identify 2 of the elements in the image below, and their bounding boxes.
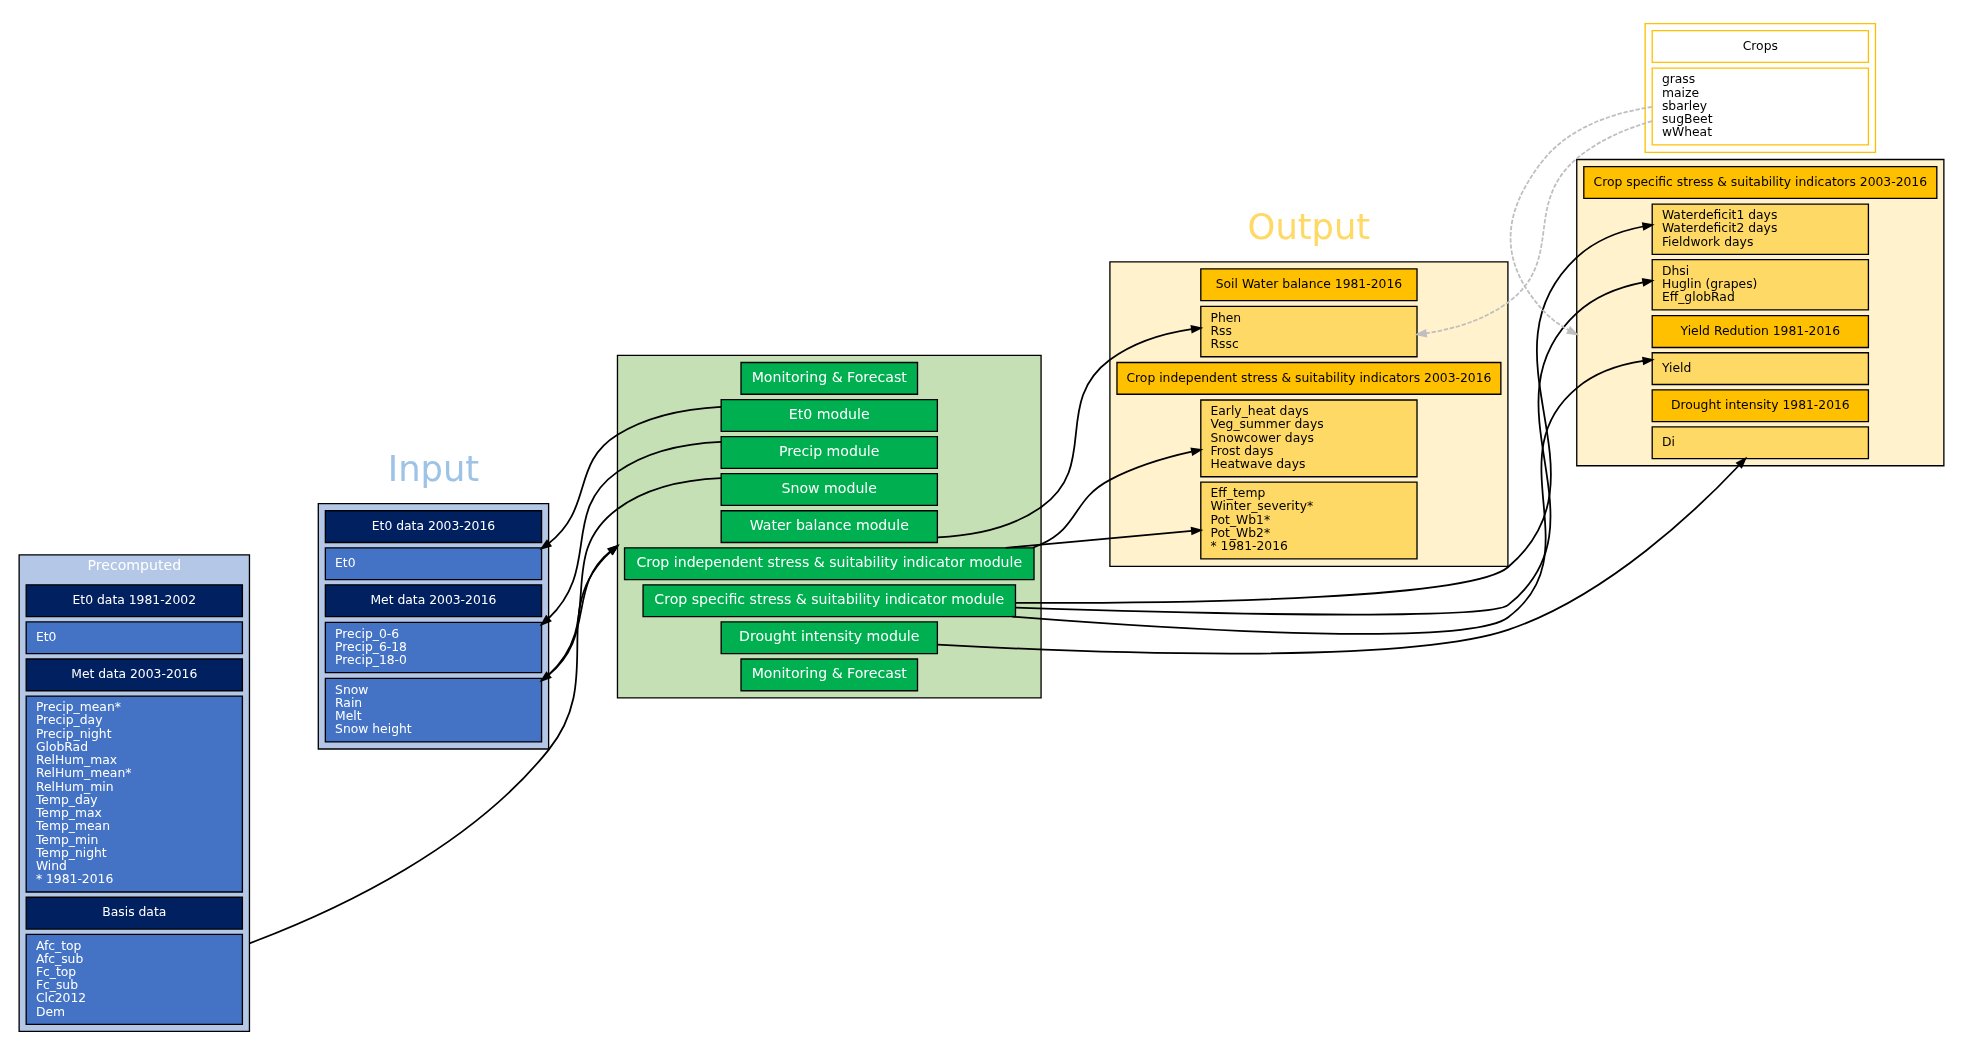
label: Input	[387, 447, 480, 489]
label: Output	[1247, 205, 1371, 247]
